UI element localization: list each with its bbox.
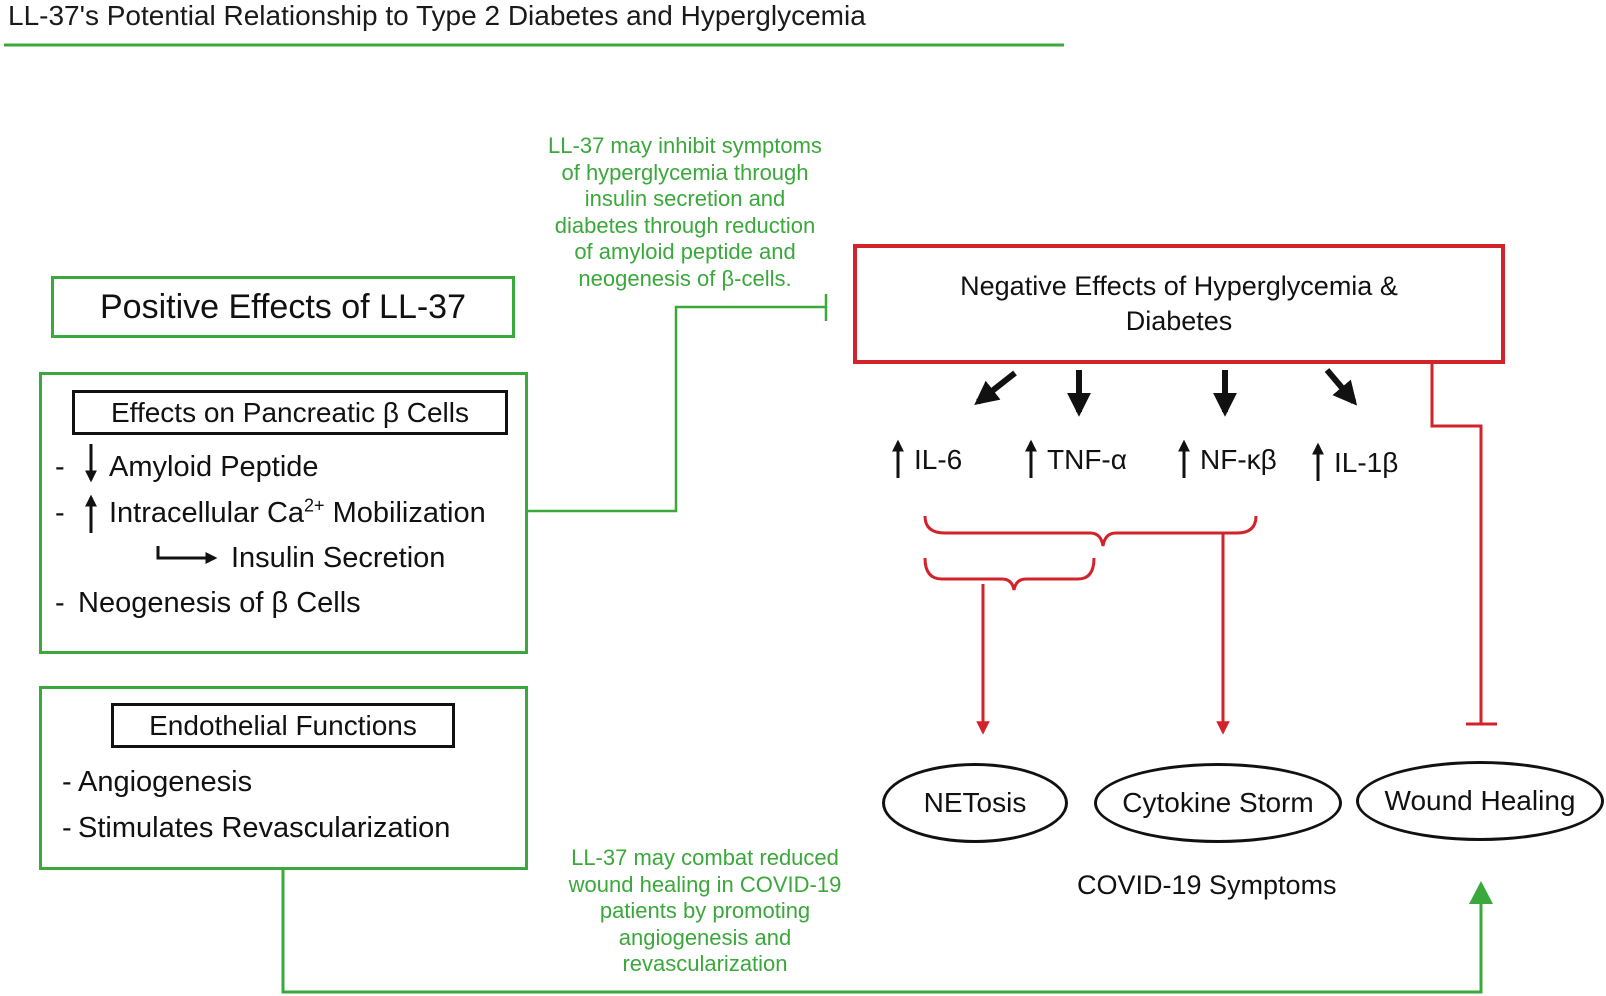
cytokine-storm-label: Cytokine Storm [1122,787,1314,818]
negative-effects-title: Negative Effects of Hyperglycemia & Diab… [960,271,1398,336]
cytokine-il6: IL-6 [914,444,963,475]
calcium-label-tail: Mobilization [324,497,486,529]
cytokine-tnf-alpha: TNF-α [1047,444,1127,475]
note-bottom-line: revascularization [622,951,788,976]
promote-connector-bottom [281,870,1483,994]
pancreatic-effects-box [39,372,528,654]
note-top-line: of hyperglycemia through [561,159,809,185]
covid-symptoms-label: COVID-19 Symptoms [1077,870,1337,900]
positive-effects-box: Positive Effects of LL-37 [51,276,515,338]
wound-healing-label: Wound Healing [1384,785,1576,816]
inhibit-wound-healing [1430,364,1483,724]
brace-large [923,515,1258,547]
note-top-line: LL-37 may inhibit symptoms [548,133,822,158]
note-top-line: diabetes through reduction [554,212,816,238]
arrow-to-il1b [1324,368,1358,406]
note-top-line: of amyloid peptide and [574,239,796,264]
insulin-secretion-label: Insulin Secretion [231,542,446,574]
arrow-to-il6 [974,370,1017,405]
cytokine-nf-kappa-b: NF-κβ [1200,444,1277,475]
insulin-elbow-arrow [156,546,218,564]
cytokine-il1-beta: IL-1β [1334,447,1399,478]
calcium-label-main: Intracellular Ca [109,497,305,529]
note-top-line: insulin secretion and [584,186,786,211]
netosis-label: NETosis [923,787,1027,818]
positive-effects-title: Positive Effects of LL-37 [99,287,466,326]
bullet-dash: - [55,451,65,483]
note-bottom-line: LL-37 may combat reduced [571,845,839,870]
neogenesis-label: Neogenesis of β Cells [78,587,361,619]
endothelial-title: Endothelial Functions [149,709,417,741]
calcium-mobilization-label: Intracellular Ca2+ Mobilization [109,495,486,530]
note-bottom-line: wound healing in COVID-19 [568,871,842,897]
bullet-dash: - [62,766,72,798]
note-bottom-line: patients by promoting [599,898,811,923]
revascularization-label: Stimulates Revascularization [78,812,451,844]
endothelial-title-box: Endothelial Functions [111,703,455,748]
note-wound-healing: LL-37 may combat reduced wound healing i… [540,845,870,978]
note-bottom-line: angiogenesis and [618,924,792,950]
inhibit-connector-top [528,305,826,513]
pancreatic-title: Effects on Pancreatic β Cells [111,396,469,428]
endothelial-functions-box [39,686,528,870]
calcium-superscript: 2+ [304,495,325,516]
brace-small [923,557,1096,591]
pancreatic-title-box: Effects on Pancreatic β Cells [72,390,508,435]
bullet-dash: - [62,812,72,844]
note-top-line: neogenesis of β-cells. [578,265,792,291]
amyloid-peptide-label: Amyloid Peptide [109,451,319,483]
note-inhibit-hyperglycemia: LL-37 may inhibit symptoms of hyperglyce… [520,133,850,292]
bullet-dash: - [55,497,65,529]
symptom-wound-healing: Wound Healing [1356,761,1604,841]
page-title: LL-37's Potential Relationship to Type 2… [8,0,866,31]
promote-arrowhead [1469,881,1493,904]
symptom-cytokine-storm: Cytokine Storm [1094,763,1342,843]
angiogenesis-label: Angiogenesis [78,766,253,798]
symptom-netosis: NETosis [882,763,1068,843]
bullet-dash: - [55,587,65,619]
negative-effects-box: Negative Effects of Hyperglycemia & Diab… [853,244,1505,364]
